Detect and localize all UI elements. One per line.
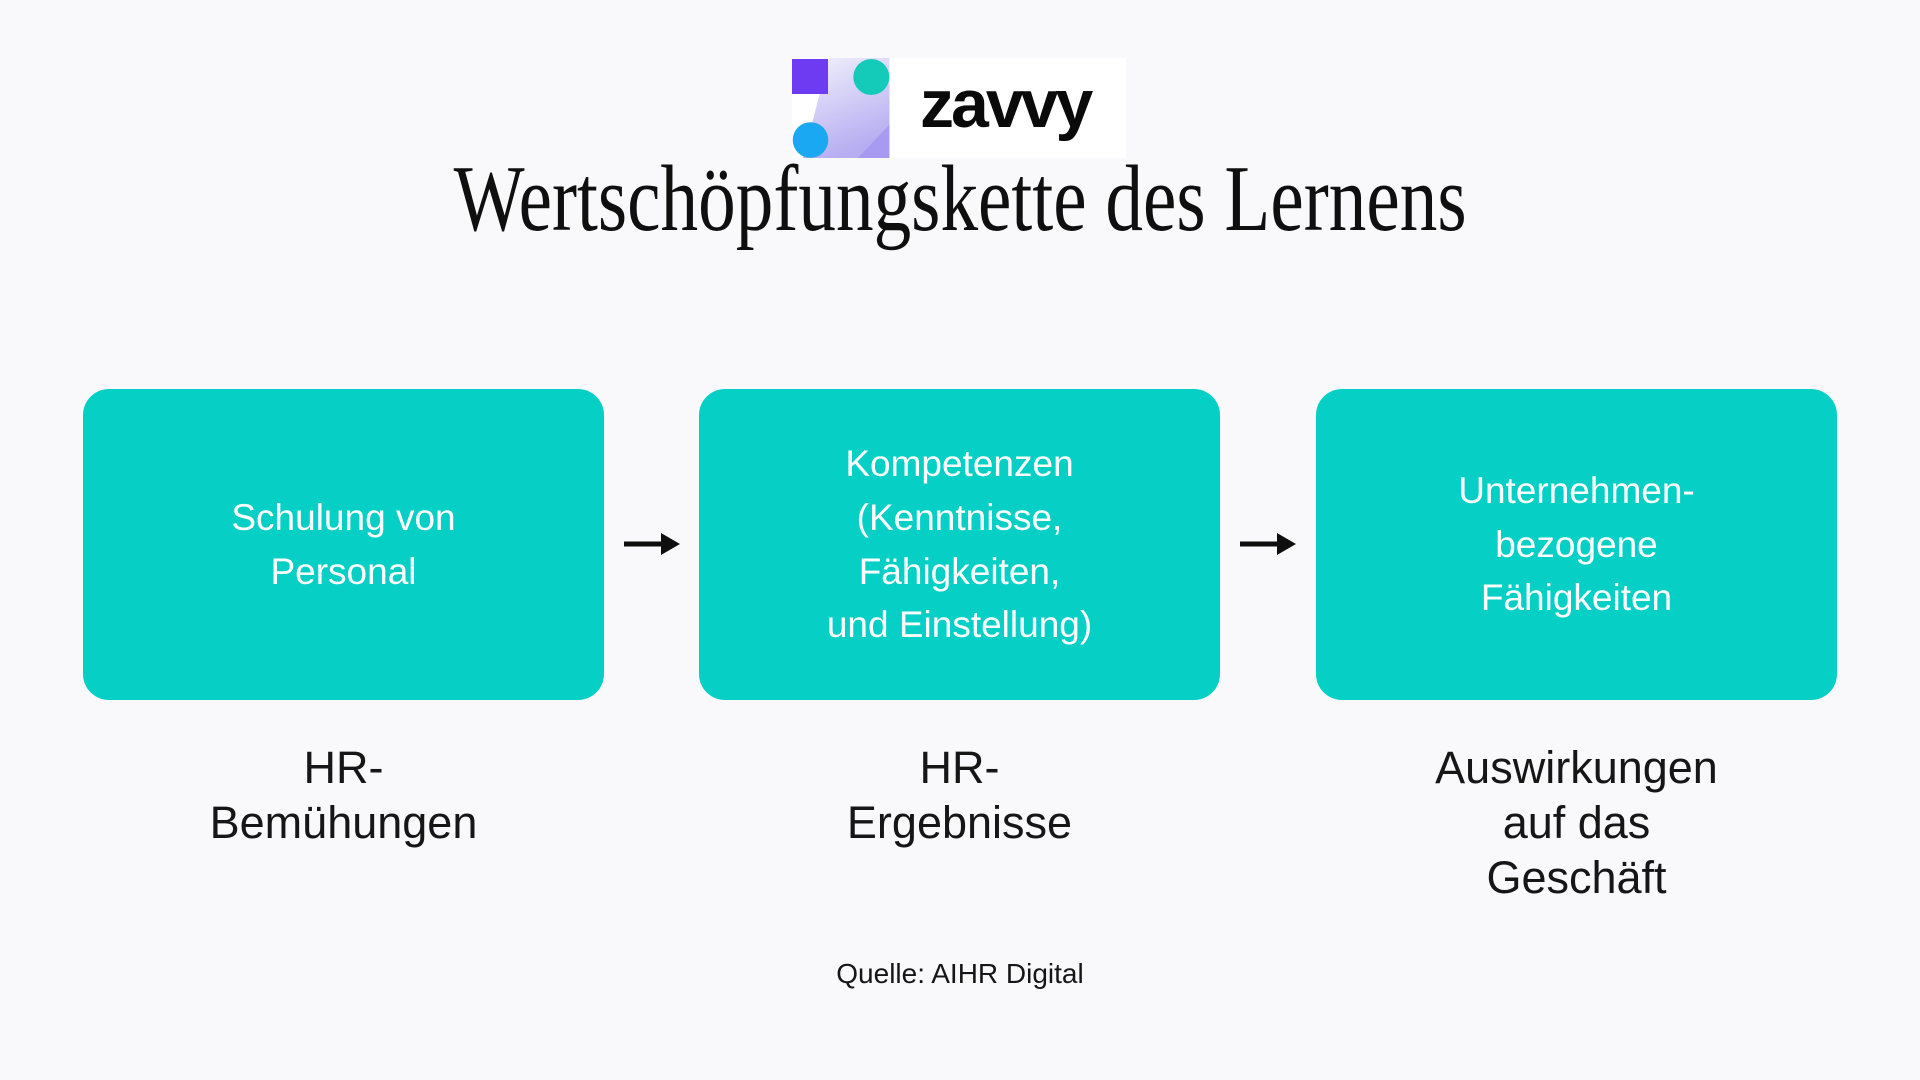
flow-box-competencies-text: Kompetenzen (Kenntnisse, Fähigkeiten, un… <box>826 443 1093 646</box>
stage-label-business-impact: Auswirkungen auf das Geschäft <box>1435 742 1718 903</box>
title-row: Wertschöpfungskette des Lernens <box>0 147 1920 251</box>
flow-box-business-capabilities-text: Unternehmen- bezogene Fähigkeiten <box>1458 470 1695 619</box>
flow-box-training-text: Schulung von Personal <box>231 496 456 592</box>
flow-box-business-capabilities: Unternehmen- bezogene Fähigkeiten <box>1316 389 1837 700</box>
zavvy-logo-icon <box>792 58 890 158</box>
arrow-right-icon <box>1240 533 1296 555</box>
flow-box-competencies: Kompetenzen (Kenntnisse, Fähigkeiten, un… <box>699 389 1220 700</box>
zavvy-wordmark: zavvy <box>920 66 1093 142</box>
source-note: Quelle: AIHR Digital <box>836 958 1084 989</box>
zavvy-logo: zavvy <box>792 58 1126 158</box>
arrow-right-icon <box>624 533 680 555</box>
flow-box-training: Schulung von Personal <box>83 389 604 700</box>
page-title: Wertschöpfungskette des Lernens <box>453 147 1467 251</box>
stage-label-hr-results: HR- Ergebnisse <box>846 742 1073 848</box>
stage-label-hr-efforts: HR- Bemühungen <box>209 742 478 848</box>
